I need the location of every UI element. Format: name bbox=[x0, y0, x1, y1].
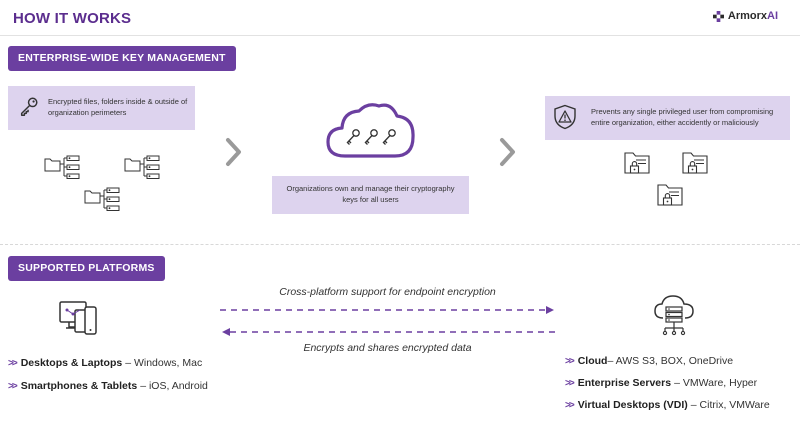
flow-top-text: Cross-platform support for endpoint encr… bbox=[279, 286, 496, 298]
server-platform-list: >> Cloud – AWS S3, BOX, OneDrive >> Ente… bbox=[565, 351, 770, 415]
double-chevron-icon: >> bbox=[8, 357, 18, 369]
platform-title: Enterprise Servers bbox=[577, 377, 672, 389]
brand-logo: ArmorxAI bbox=[712, 10, 778, 22]
endpoint-platform-list: >> Desktops & Laptops – Windows, Mac >> … bbox=[8, 353, 208, 396]
list-item: >> Virtual Desktops (VDI) – Citrix, VMWa… bbox=[565, 395, 770, 415]
double-chevron-icon: >> bbox=[565, 355, 575, 367]
platform-title: Desktops & Laptops bbox=[20, 357, 123, 369]
privileged-user-box: Prevents any single privileged user from… bbox=[545, 96, 790, 140]
platform-title: Smartphones & Tablets bbox=[20, 380, 138, 392]
section-divider bbox=[0, 244, 800, 245]
encrypted-files-box: Encrypted files, folders inside & outsid… bbox=[8, 86, 195, 130]
encrypted-files-text: Encrypted files, folders inside & outsid… bbox=[48, 97, 188, 117]
brand-name: Armorx bbox=[727, 10, 767, 22]
cryptography-keys-box: Organizations own and manage their crypt… bbox=[272, 176, 469, 214]
platform-detail: – VMWare, Hyper bbox=[674, 377, 758, 389]
header-divider bbox=[0, 35, 800, 36]
devices-icon bbox=[59, 301, 97, 335]
armorx-logo-icon bbox=[712, 10, 724, 22]
platform-title: Cloud bbox=[577, 355, 608, 367]
platform-detail: – Windows, Mac bbox=[125, 357, 203, 369]
cryptography-keys-text: Organizations own and manage their crypt… bbox=[286, 184, 455, 204]
bidirectional-arrows-icon bbox=[220, 306, 556, 336]
key-icon bbox=[20, 97, 38, 116]
platform-title: Virtual Desktops (VDI) bbox=[577, 399, 688, 411]
double-chevron-icon: >> bbox=[565, 399, 575, 411]
brand-suffix: AI bbox=[767, 10, 778, 22]
platform-detail: – iOS, Android bbox=[140, 380, 208, 392]
cloud-server-icon bbox=[654, 295, 694, 336]
supported-platforms-badge: SUPPORTED PLATFORMS bbox=[8, 256, 165, 281]
shield-warning-icon bbox=[554, 104, 576, 130]
privileged-user-text: Prevents any single privileged user from… bbox=[591, 107, 774, 127]
locked-folder-icon bbox=[624, 152, 708, 206]
chevron-right-icon bbox=[226, 138, 241, 166]
cloud-keys-icon bbox=[326, 103, 415, 158]
key-management-badge: ENTERPRISE-WIDE KEY MANAGEMENT bbox=[8, 46, 236, 71]
list-item: >> Smartphones & Tablets – iOS, Android bbox=[8, 376, 208, 396]
platform-detail: – AWS S3, BOX, OneDrive bbox=[607, 355, 734, 367]
platform-detail: – Citrix, VMWare bbox=[690, 399, 770, 411]
page-title: HOW IT WORKS bbox=[13, 10, 132, 27]
folder-tree-icon bbox=[44, 155, 160, 211]
flow-bottom-text: Encrypts and shares encrypted data bbox=[303, 342, 472, 354]
list-item: >> Desktops & Laptops – Windows, Mac bbox=[8, 353, 208, 373]
list-item: >> Enterprise Servers – VMWare, Hyper bbox=[565, 373, 770, 393]
double-chevron-icon: >> bbox=[8, 380, 18, 392]
double-chevron-icon: >> bbox=[565, 377, 575, 389]
chevron-right-icon bbox=[500, 138, 515, 166]
list-item: >> Cloud – AWS S3, BOX, OneDrive bbox=[565, 351, 770, 371]
